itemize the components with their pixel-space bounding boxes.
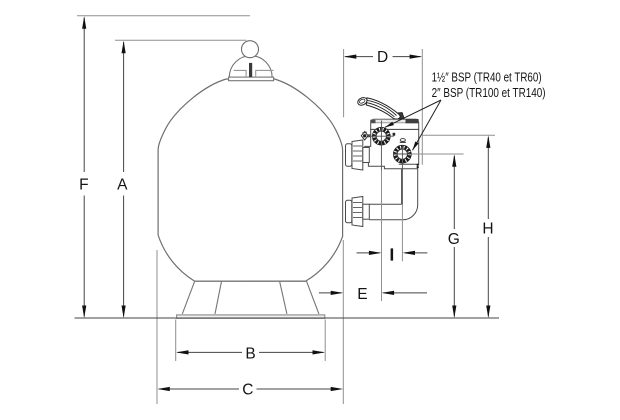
svg-text:F: F bbox=[79, 177, 88, 194]
svg-text:G: G bbox=[448, 231, 460, 248]
svg-text:E: E bbox=[357, 286, 367, 303]
svg-text:C: C bbox=[242, 382, 253, 399]
svg-text:B: B bbox=[245, 346, 255, 363]
svg-text:2″ BSP (TR100 et TR140): 2″ BSP (TR100 et TR140) bbox=[432, 86, 546, 100]
svg-text:D: D bbox=[377, 49, 388, 66]
svg-text:H: H bbox=[482, 221, 493, 238]
svg-text:1½″ BSP (TR40 et TR60): 1½″ BSP (TR40 et TR60) bbox=[432, 71, 542, 85]
svg-text:A: A bbox=[117, 177, 128, 194]
